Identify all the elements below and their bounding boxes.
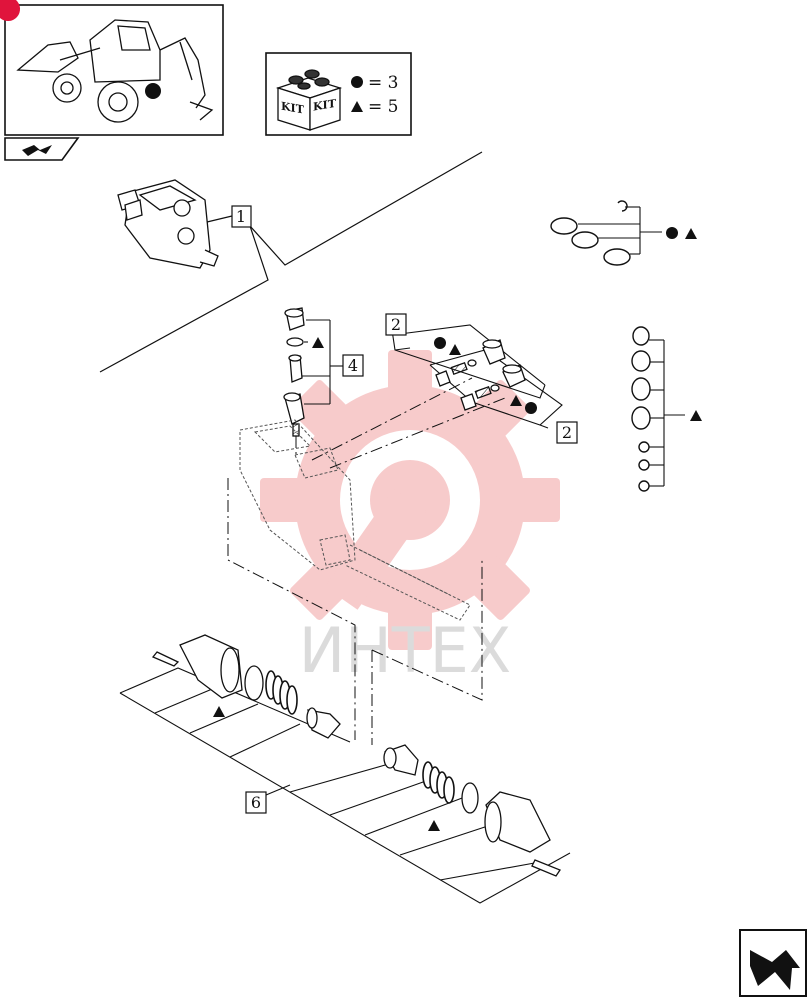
item4-leaders bbox=[302, 319, 343, 405]
triangle-symbol-icon bbox=[449, 344, 461, 355]
kit-label-right: KIT bbox=[313, 97, 337, 114]
assembly-centerlines bbox=[227, 377, 506, 745]
next-page-button[interactable] bbox=[739, 929, 807, 997]
seal-set-large bbox=[631, 326, 702, 492]
circle-symbol-icon bbox=[525, 402, 537, 414]
svg-text:2: 2 bbox=[391, 315, 401, 334]
spool-cap-right bbox=[383, 744, 561, 877]
callout-item-1[interactable]: 1 bbox=[231, 205, 252, 228]
seal-set-small bbox=[550, 200, 697, 266]
svg-text:1: 1 bbox=[236, 207, 246, 226]
watermark-text: ИНТЕХ bbox=[299, 614, 512, 687]
highlight-dot bbox=[145, 83, 161, 99]
relief-plug-group bbox=[283, 307, 305, 437]
triangle-kit-count: = 5 bbox=[368, 97, 398, 117]
corner-badge bbox=[0, 0, 21, 22]
watermark-logo: ИНТЕХ bbox=[260, 350, 560, 687]
circle-symbol-icon bbox=[666, 227, 678, 239]
callout-item-2-upper[interactable]: 2 bbox=[385, 313, 407, 336]
previous-page-tab[interactable] bbox=[4, 137, 80, 161]
callout-item-2-lower[interactable]: 2 bbox=[556, 421, 578, 444]
item6-frames bbox=[119, 667, 571, 904]
kit-legend: KIT KIT = 3 = 5 bbox=[265, 52, 412, 136]
triangle-symbol-icon bbox=[351, 101, 363, 112]
spool-cap-left bbox=[151, 634, 341, 739]
triangle-symbol-icon bbox=[510, 395, 522, 406]
svg-text:6: 6 bbox=[251, 793, 261, 812]
circle-symbol-icon bbox=[434, 337, 446, 349]
svg-text:4: 4 bbox=[348, 356, 358, 375]
circle-kit-count: = 3 bbox=[368, 73, 398, 93]
triangle-symbol-icon bbox=[428, 820, 440, 831]
triangle-symbol-icon bbox=[685, 228, 697, 239]
triangle-symbol-icon bbox=[690, 410, 702, 421]
valve-body-section bbox=[239, 419, 471, 621]
check-valve-upper bbox=[435, 339, 526, 411]
machine-thumbnail bbox=[0, 0, 224, 136]
triangle-symbol-icon bbox=[213, 706, 225, 717]
callout-item-6[interactable]: 6 bbox=[245, 791, 267, 814]
circle-symbol-icon bbox=[351, 76, 363, 88]
callout-item-4[interactable]: 4 bbox=[342, 354, 364, 377]
triangle-symbol-icon bbox=[312, 337, 324, 348]
arrow-icon bbox=[22, 145, 52, 156]
kit-box-icon bbox=[275, 69, 343, 131]
svg-text:2: 2 bbox=[562, 423, 572, 442]
leader-lines bbox=[99, 151, 483, 373]
arrow-icon bbox=[750, 950, 800, 990]
kit-label-left: KIT bbox=[281, 100, 305, 117]
valve-assembly-overview bbox=[117, 179, 219, 269]
